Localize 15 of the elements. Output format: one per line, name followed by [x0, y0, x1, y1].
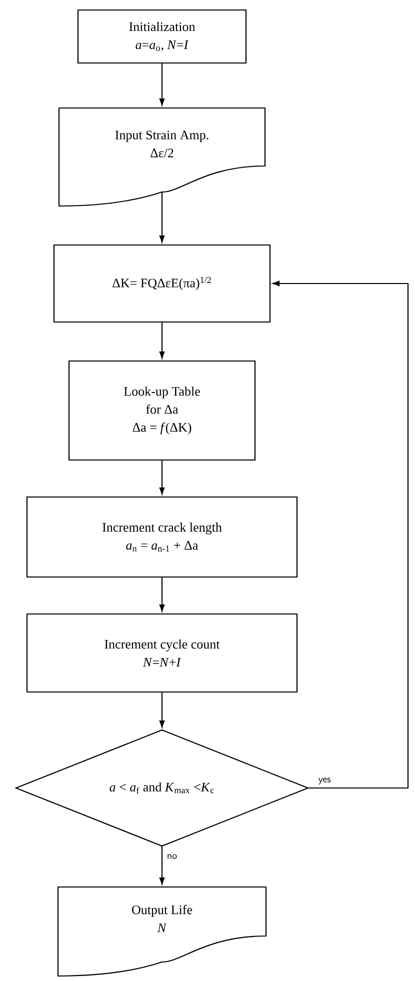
arrow — [272, 280, 409, 789]
edge-label: yes — [318, 778, 331, 784]
process-box: Increment crack length a$_{n}$ = a$_{n-1}$ + Δa — [26, 496, 298, 578]
process-box: ΔK= FQΔεE(πa)$^{1/2}$ — [53, 244, 271, 323]
process-box: Look-up Table for Δa Δa = f(ΔK) — [68, 360, 256, 461]
arrow — [159, 846, 165, 884]
process-box: Initialization a=a$_{o}$, N=I — [77, 9, 247, 64]
arrow — [159, 64, 165, 106]
process-box: Increment cycle count N=N+I — [26, 613, 298, 693]
arrow — [159, 578, 165, 612]
arrow — [159, 192, 165, 242]
edge-label: no — [168, 854, 177, 859]
arrow — [159, 322, 165, 358]
arrow — [159, 460, 165, 494]
arrow — [159, 692, 165, 728]
